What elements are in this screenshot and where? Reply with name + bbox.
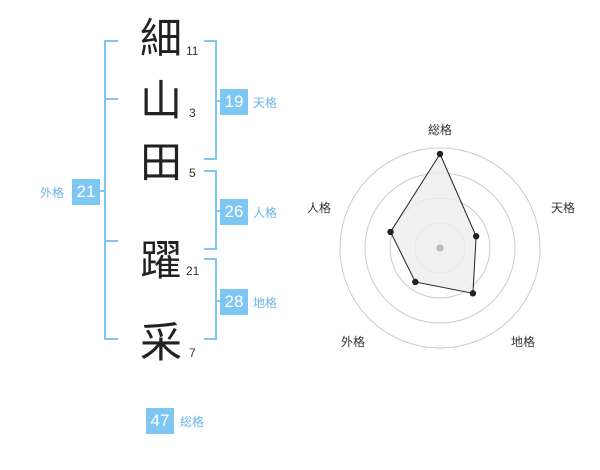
radar-axis-label-soukaku: 総格 xyxy=(428,123,453,137)
name-char-3: 田 xyxy=(140,138,183,187)
chikaku-label: 地格 xyxy=(253,296,278,310)
gaikaku-bracket xyxy=(104,40,118,340)
tenkaku-bracket xyxy=(204,40,217,160)
chikaku-bracket xyxy=(204,258,217,340)
radar-axis-label-jinkaku: 人格 xyxy=(307,201,332,215)
radar-polygon xyxy=(389,152,477,294)
name-char-5: 采 xyxy=(140,318,183,367)
radar-axis-label-chikaku: 地格 xyxy=(511,335,536,349)
stroke-count-4: 21 xyxy=(186,264,200,278)
name-char-2: 山 xyxy=(140,76,183,125)
chikaku-score-badge: 28 xyxy=(220,289,248,315)
gaikaku-score-badge: 21 xyxy=(72,179,100,205)
stroke-count-5: 7 xyxy=(189,346,196,360)
radar-ring xyxy=(364,172,516,324)
stroke-count-2: 3 xyxy=(189,106,196,120)
radar-center-dot xyxy=(436,244,444,252)
radar-axis-label-tenkaku: 天格 xyxy=(551,201,576,215)
stroke-count-3: 5 xyxy=(189,166,196,180)
gaikaku-tick-mid xyxy=(100,190,104,192)
soukaku-label: 総格 xyxy=(180,415,205,429)
name-char-4: 躍 xyxy=(140,236,183,285)
radar-point-1 xyxy=(436,150,444,158)
jinkaku-label: 人格 xyxy=(253,206,278,220)
radar-ring xyxy=(389,197,491,299)
gaikaku-label: 外格 xyxy=(40,186,65,200)
chikaku-tick xyxy=(217,300,221,302)
jinkaku-score-badge: 26 xyxy=(220,199,248,225)
radar-point-3 xyxy=(469,290,477,297)
radar-ring xyxy=(414,222,466,274)
radar-point-5 xyxy=(387,228,394,236)
jinkaku-bracket xyxy=(204,170,217,250)
name-char-1: 細 xyxy=(140,14,183,63)
stroke-count-1: 11 xyxy=(186,44,199,58)
tenkaku-score-badge: 19 xyxy=(220,89,248,115)
radar-axis-label-gaikaku: 外格 xyxy=(341,335,366,349)
radar-point-4 xyxy=(412,278,419,286)
tenkaku-tick xyxy=(217,100,221,102)
soukaku-score-badge: 47 xyxy=(146,408,174,434)
gaikaku-tick-bottom xyxy=(104,240,118,242)
radar-ring xyxy=(339,147,541,349)
tenkaku-label: 天格 xyxy=(253,96,278,110)
gaikaku-tick-top xyxy=(104,98,118,100)
jinkaku-tick xyxy=(217,210,221,212)
radar-point-2 xyxy=(472,233,480,240)
